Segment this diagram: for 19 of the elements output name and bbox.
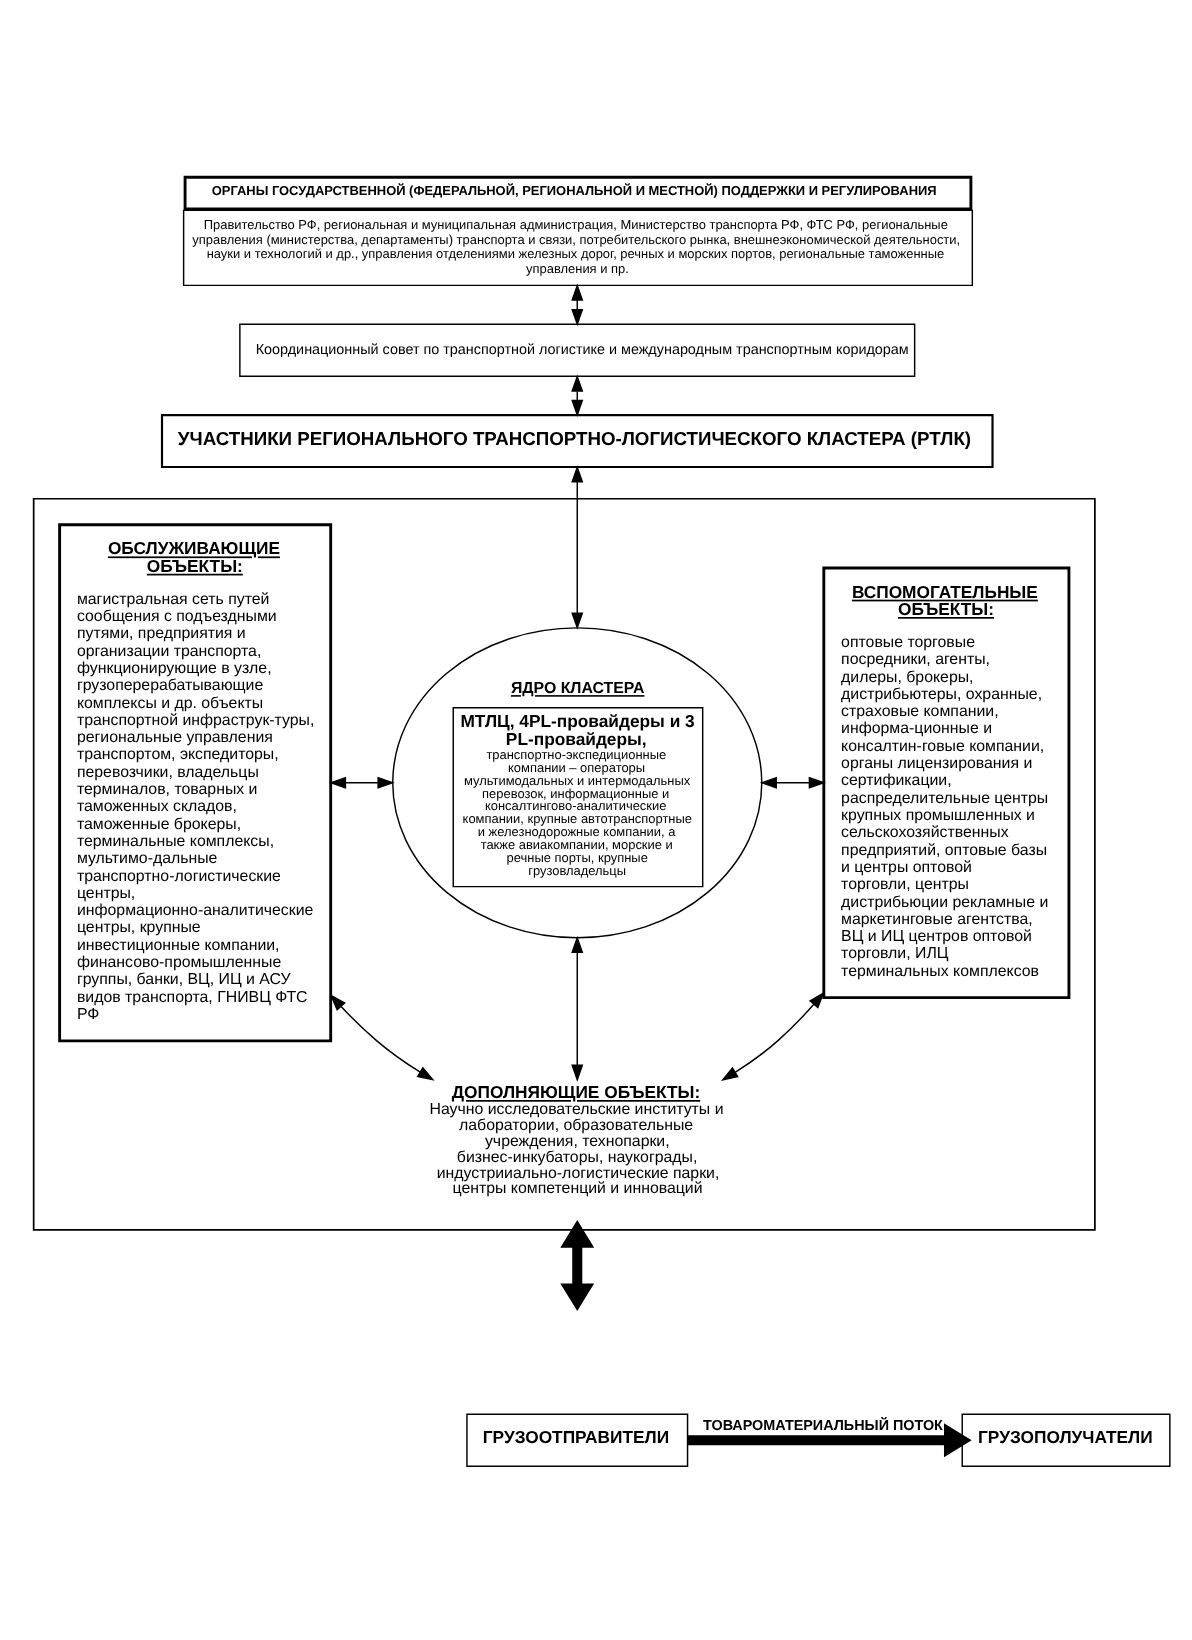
node-text: ДОПОЛНЯЮЩИЕ ОБЪЕКТЫ: Научно исследовательские институты и лаборатории, образовательные учреждения, технопарки, бизнес-инкубаторы, наукограды, индустрииально-логистические парки, центры компетенций и инноваций [429, 1080, 724, 1197]
arrow [560, 1219, 595, 1311]
cluster [32, 496, 1096, 1230]
arrow [329, 993, 435, 1080]
arrow [571, 373, 584, 417]
arrow [571, 464, 584, 629]
node-box: ОБСЛУЖИВАЮЩИЕ ОБЪЕКТЫ: магистральная сеть путей сообщения с подъездными путями, предприятия и организации транспорта, функционирующие в узле, грузоперерабатывающие комплексы и др. объекты транспортной инфраструк-туры, региональные управления транспортом, экспедиторы, перевозчики, владельцы терминалов, товарных и таможенных складов, таможенные брокеры, терминальные комплексы, мультимо-дальные транспортно-логистические центры, информационно-аналитические центры, крупные инвестиционные компании, финансово-промышленные группы, банки, ВЦ, ИЦ и АСУ видов транспорта, ГНИВЦ ФТС РФ [58, 522, 333, 1042]
node-box: Координационный совет по транспортной логистике и международным транспортным коридорам [239, 322, 916, 376]
arrow [720, 990, 825, 1080]
node-box: УЧАСТНИКИ РЕГИОНАЛЬНОГО ТРАНСПОРТНО-ЛОГИСТИЧЕСКОГО КЛАСТЕРА (РТЛК) [160, 413, 994, 468]
node-box: ВСПОМОГАТЕЛЬНЫЕ ОБЪЕКТЫ: оптовые торговые посредники, агенты, дилеры, брокеры, дистрибьютеры, охранные, страховые компании, информа-ционные и консалтин-говые компании, органы лицензирования и сертификации, распределительные центры крупных промышленных и сельскохозяйственных предприятий, оптовые базы и центры оптовой торговли, центры дистрибьюции рекламные и маркетинговые агентства, ВЦ и ИЦ центров оптовой торговли, ИЛЦ терминальных комплексов [822, 565, 1071, 999]
node-box: ГРУЗООТПРАВИТЕЛИ [466, 1412, 689, 1466]
arrow [687, 1422, 972, 1457]
arrow [571, 282, 584, 326]
arrow [759, 775, 826, 788]
node-box: ГРУЗОПОЛУЧАТЕЛИ [961, 1412, 1171, 1466]
arrow [328, 775, 395, 788]
edge-label: ТОВАРОМАТЕРИАЛЬНЫЙ ПОТОК [703, 1415, 943, 1434]
arrow [571, 934, 584, 1081]
